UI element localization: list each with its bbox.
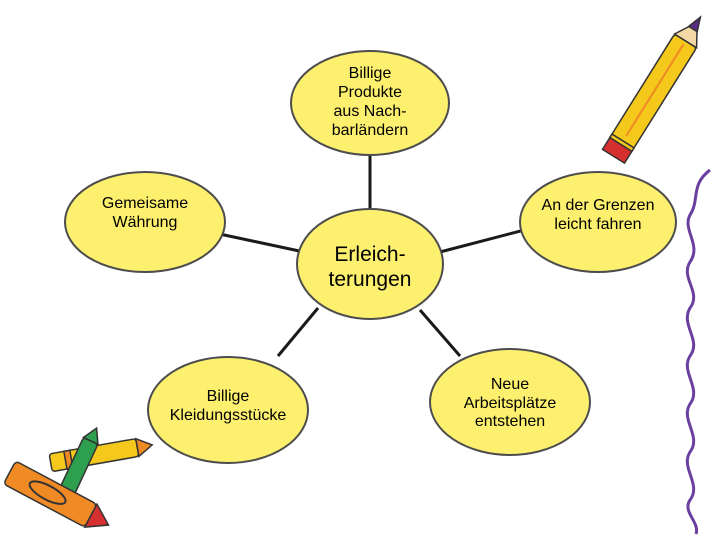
pencil-icon	[601, 15, 702, 165]
node-top	[290, 50, 450, 156]
node-right	[519, 171, 677, 273]
node-right-label: An der Grenzen leicht fahren	[541, 197, 655, 233]
node-top-label: Billige Produkte aus Nach- barländern	[331, 65, 409, 139]
connector-left	[214, 231, 305, 254]
node-center	[296, 208, 444, 320]
node-left	[64, 171, 226, 273]
node-bottom-left	[147, 356, 309, 464]
node-left-label: Gemeisame Währung	[101, 195, 189, 231]
wavy-border	[685, 168, 711, 535]
connector-bottom-right	[418, 309, 462, 357]
node-center-label: Erleich- terungen	[328, 243, 412, 291]
connector-bottom-left	[276, 307, 320, 357]
connector-right	[439, 226, 533, 254]
node-bottom-right-label: Neue Arbeitsplätze entstehen	[463, 375, 557, 431]
node-bottom-right	[429, 348, 591, 456]
crayons-icon	[4, 426, 154, 529]
node-bottom-left-label: Billige Kleidungsstücke	[169, 388, 287, 424]
